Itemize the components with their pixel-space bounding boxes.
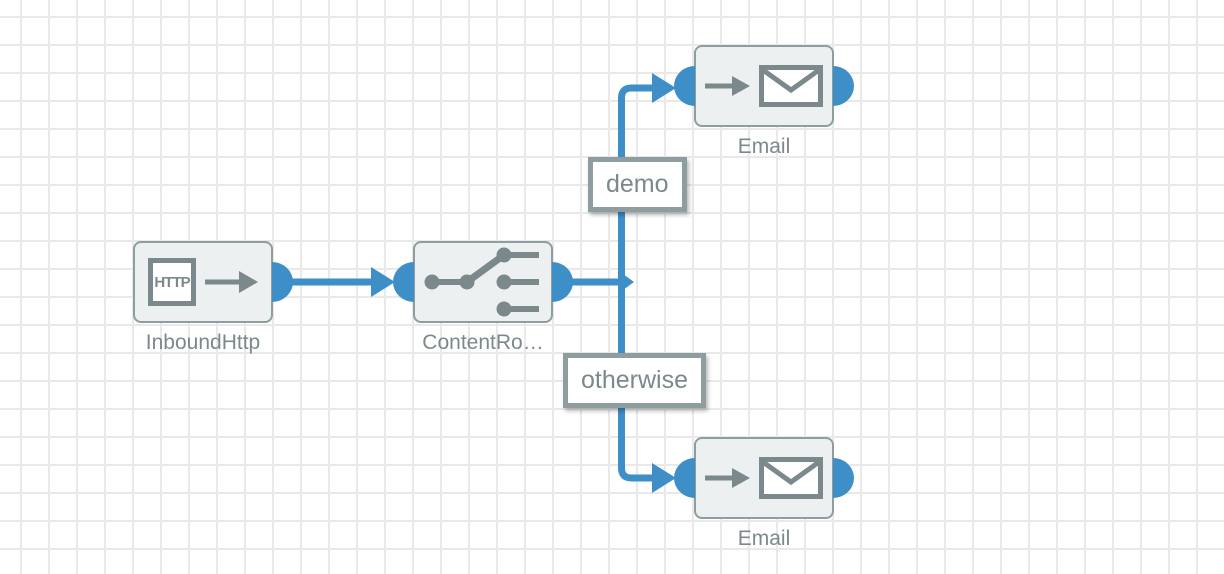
node-email-bottom-box[interactable] bbox=[694, 437, 834, 519]
node-label: InboundHttp bbox=[145, 331, 261, 354]
choice-switch-icon bbox=[424, 247, 539, 317]
node-label: ContentRo… bbox=[422, 331, 544, 354]
input-port[interactable] bbox=[674, 66, 695, 106]
node-email-top-box[interactable] bbox=[694, 45, 834, 127]
node-content-router-box[interactable] bbox=[413, 241, 553, 323]
input-port[interactable] bbox=[674, 458, 695, 498]
node-label: Email bbox=[737, 135, 791, 158]
arrow-right-icon bbox=[705, 76, 750, 96]
connection-router-trunk[interactable] bbox=[572, 274, 634, 290]
http-badge-icon: HTTP bbox=[148, 258, 196, 306]
output-port[interactable] bbox=[272, 262, 293, 302]
envelope-icon bbox=[759, 457, 823, 499]
arrowhead-icon bbox=[652, 463, 676, 493]
connection-inbound-to-router[interactable] bbox=[292, 267, 395, 297]
edge-label-demo[interactable]: demo bbox=[588, 157, 687, 212]
arrowhead-icon bbox=[371, 267, 395, 297]
arrow-right-icon bbox=[205, 271, 258, 293]
node-content-router: ContentRo… bbox=[393, 241, 573, 354]
http-badge-text: HTTP bbox=[154, 273, 190, 291]
connection-router-to-email-bottom[interactable] bbox=[618, 279, 677, 493]
input-port[interactable] bbox=[393, 262, 414, 302]
edge-label-otherwise[interactable]: otherwise bbox=[563, 353, 706, 408]
arrowhead-icon bbox=[652, 73, 676, 103]
node-label: Email bbox=[737, 527, 791, 550]
node-inbound-http: HTTP InboundHttp bbox=[133, 241, 293, 354]
envelope-icon bbox=[759, 65, 823, 107]
connection-router-to-email-top[interactable] bbox=[618, 73, 677, 285]
node-email-top: Email bbox=[674, 45, 854, 158]
output-port[interactable] bbox=[833, 66, 854, 106]
output-port[interactable] bbox=[552, 262, 573, 302]
arrow-right-icon bbox=[705, 468, 750, 488]
junction-arrow-icon bbox=[623, 274, 634, 290]
output-port[interactable] bbox=[833, 458, 854, 498]
node-inbound-http-box[interactable]: HTTP bbox=[133, 241, 273, 323]
node-email-bottom: Email bbox=[674, 437, 854, 550]
